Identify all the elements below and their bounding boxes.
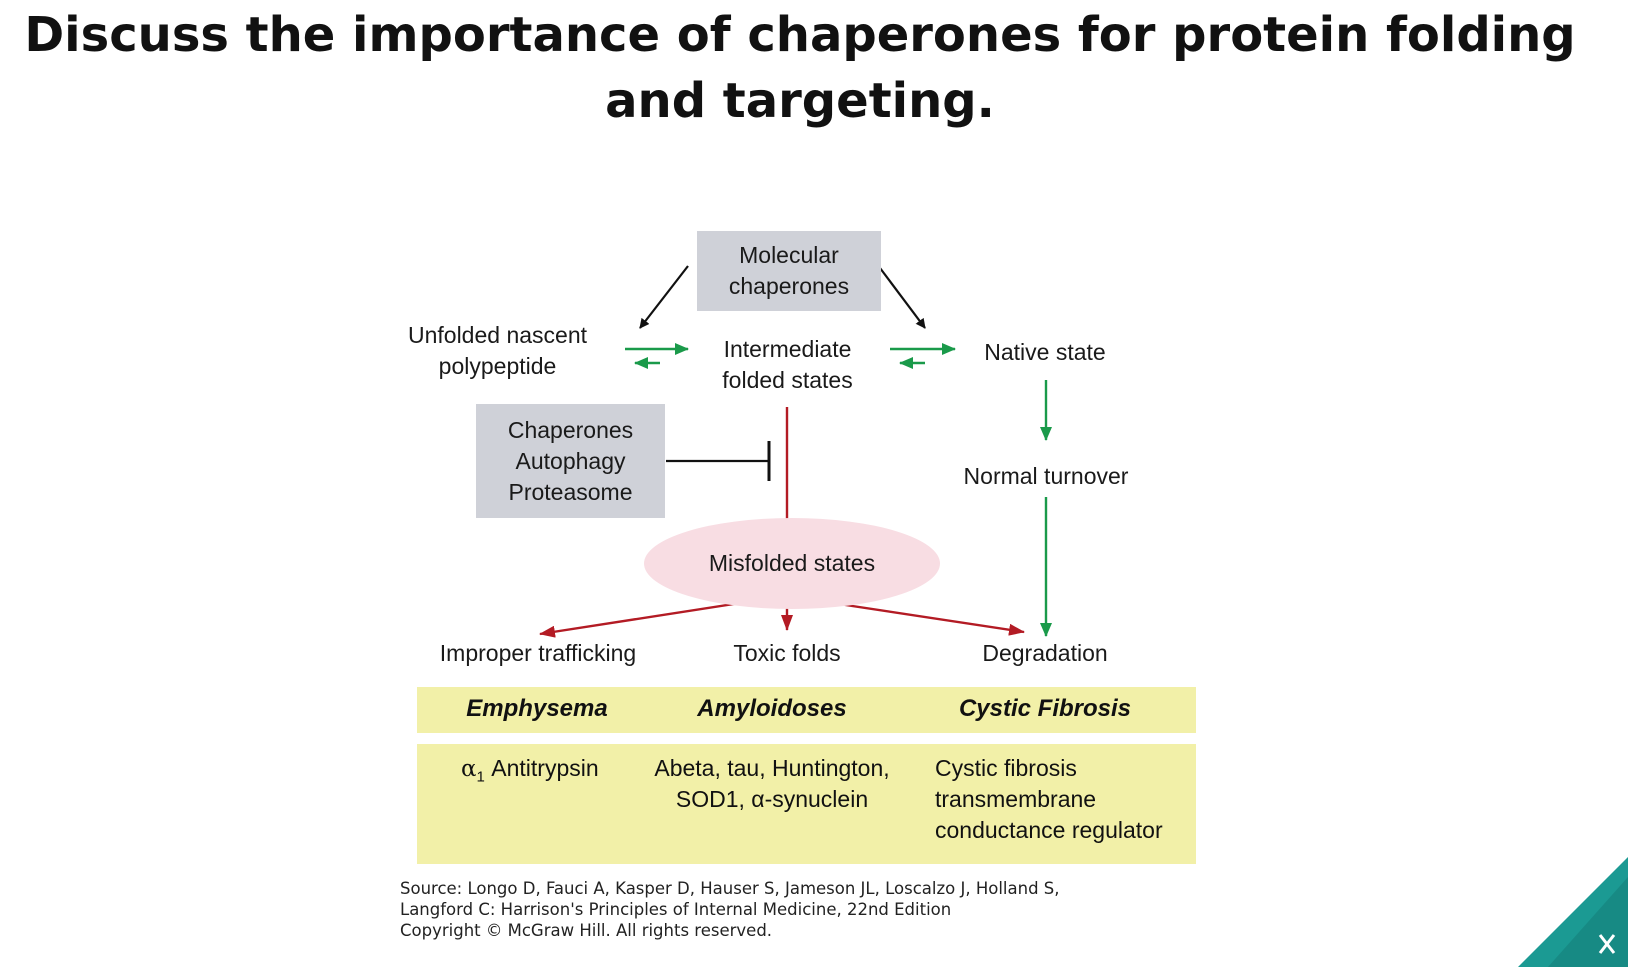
amyloid-line-1: Abeta, tau, Huntington, (654, 755, 890, 781)
header-emphysema: Emphysema (466, 695, 608, 722)
source-citation: Source: Longo D, Fauci A, Kasper D, Haus… (400, 878, 1060, 941)
protein-cftr: Cystic fibrosis transmembrane conductanc… (935, 753, 1163, 846)
machinery-line-chaperones: Chaperones (507, 416, 634, 443)
cftr-line-2: transmembrane (935, 786, 1097, 812)
alpha-subscript: 1 (476, 768, 485, 786)
slide-title: Discuss the importance of chaperones for… (0, 2, 1600, 134)
molecular-chaperones-line-1: Molecular (739, 242, 839, 268)
alpha-symbol: α (461, 756, 477, 782)
cftr-line-1: Cystic fibrosis (935, 755, 1077, 781)
protein-amyloid-list: Abeta, tau, Huntington, SOD1, α-synuclei… (637, 753, 907, 815)
misfolded-states-ellipse: Misfolded states (644, 518, 940, 609)
source-line-3: Copyright © McGraw Hill. All rights rese… (400, 921, 773, 940)
unfolded-line-2: polypeptide (438, 353, 557, 379)
improper-trafficking-label: Improper trafficking (439, 640, 637, 666)
cftr-line-3: conductance regulator (935, 817, 1163, 843)
molecular-chaperones-box: Molecular chaperones (697, 231, 881, 311)
unfolded-polypeptide-label: Unfolded nascent polypeptide (395, 320, 600, 382)
misfolded-states-label: Misfolded states (708, 550, 876, 576)
protein-band (417, 744, 1196, 864)
close-x-icon (1598, 934, 1616, 954)
antitrypsin-text: Antitrypsin (484, 755, 599, 781)
header-cystic-fibrosis: Cystic Fibrosis (958, 695, 1132, 722)
amyloid-line-2: SOD1, α-synuclein (675, 786, 869, 812)
native-state-label: Native state (984, 339, 1106, 365)
source-line-1: Source: Longo D, Fauci A, Kasper D, Haus… (400, 879, 1060, 898)
disease-header-band (417, 687, 1196, 733)
chaperone-arrow-left (639, 265, 689, 329)
source-line-2: Langford C: Harrison's Principles of Int… (400, 900, 952, 919)
misfolded-to-trafficking-arrow (539, 597, 767, 638)
normal-turnover-label: Normal turnover (963, 463, 1129, 489)
toxic-folds-label: Toxic folds (733, 640, 841, 666)
corner-decoration[interactable] (1508, 857, 1628, 967)
machinery-line-proteasome: Proteasome (508, 478, 633, 505)
chaperone-arrow-right (879, 267, 926, 329)
unfolded-line-1: Unfolded nascent (407, 322, 587, 348)
intermediate-folded-states-label: Intermediate folded states (700, 334, 875, 396)
machinery-line-autophagy: Autophagy (515, 447, 626, 474)
degradation-label: Degradation (982, 640, 1108, 666)
molecular-chaperones-line-2: chaperones (728, 273, 850, 299)
intermediate-line-1: Intermediate (723, 336, 852, 362)
degradation-machinery-box: Chaperones Autophagy Proteasome (476, 404, 665, 518)
header-amyloidoses: Amyloidoses (697, 695, 847, 722)
title-line-2: and targeting. (605, 73, 995, 129)
protein-alpha1-antitrypsin: α1 Antitrypsin (461, 753, 599, 793)
title-line-1: Discuss the importance of chaperones for… (24, 7, 1576, 63)
intermediate-line-2: folded states (722, 367, 853, 393)
